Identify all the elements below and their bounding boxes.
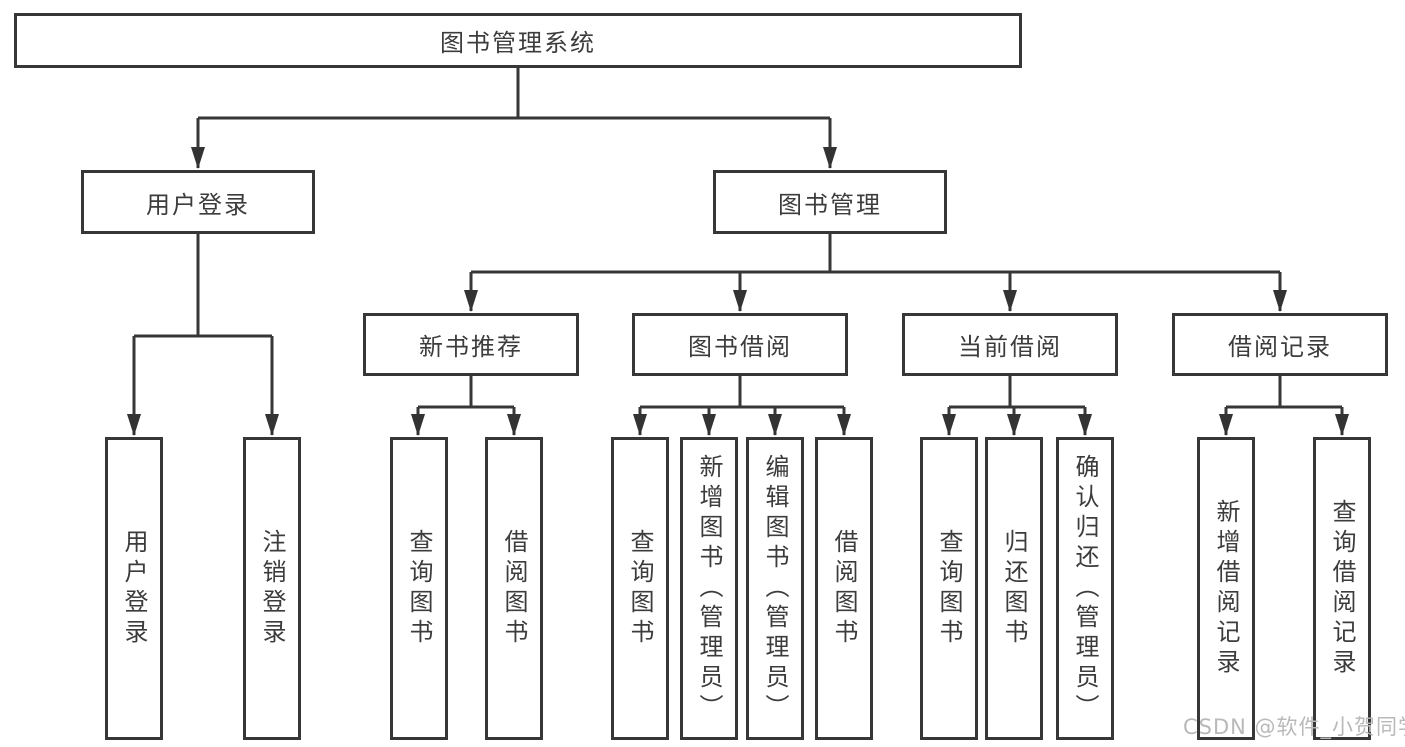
node-borrow-records: 借阅记录 (1172, 313, 1388, 376)
leaf-confirm-return-admin-label: 确认归还（管理员） (1071, 453, 1099, 724)
leaf-user-login: 用户登录 (105, 437, 163, 740)
leaf-query-borrow-record: 查询借阅记录 (1313, 437, 1371, 740)
leaf-query-books-recommend: 查询图书 (390, 437, 448, 740)
leaf-edit-book-admin: 编辑图书（管理员） (746, 437, 804, 740)
leaf-add-book-admin: 新增图书（管理员） (680, 437, 738, 740)
leaf-add-borrow-record: 新增借阅记录 (1197, 437, 1255, 740)
leaf-borrow-books-label: 借阅图书 (830, 528, 858, 649)
node-user-login-label: 用户登录 (146, 190, 250, 219)
csdn-watermark: CSDN @软件_小贺同学 (1183, 715, 1405, 739)
leaf-query-books-current: 查询图书 (920, 437, 978, 740)
leaf-add-borrow-record-label: 新增借阅记录 (1212, 498, 1240, 679)
leaf-confirm-return-admin: 确认归还（管理员） (1056, 437, 1114, 740)
leaf-borrow-books-recommend-label: 借阅图书 (500, 528, 528, 649)
leaf-borrow-books-recommend: 借阅图书 (485, 437, 543, 740)
node-root-library-system: 图书管理系统 (14, 13, 1022, 68)
leaf-logout: 注销登录 (243, 437, 301, 740)
node-book-borrowing-label: 图书借阅 (688, 333, 792, 361)
leaf-edit-book-admin-label: 编辑图书（管理员） (761, 453, 789, 724)
leaf-logout-label: 注销登录 (258, 528, 286, 649)
leaf-query-borrow-record-label: 查询借阅记录 (1328, 498, 1356, 679)
leaf-user-login-label: 用户登录 (120, 528, 148, 649)
node-book-management-label: 图书管理 (778, 190, 882, 219)
leaf-query-books-borrowing-label: 查询图书 (626, 528, 654, 649)
node-borrow-records-label: 借阅记录 (1228, 333, 1332, 361)
node-user-login: 用户登录 (81, 170, 315, 234)
leaf-query-books-recommend-label: 查询图书 (405, 528, 433, 649)
leaf-query-books-current-label: 查询图书 (935, 528, 963, 649)
node-root-label: 图书管理系统 (440, 29, 596, 57)
node-current-borrowing: 当前借阅 (902, 313, 1118, 376)
leaf-query-books-borrowing: 查询图书 (611, 437, 669, 740)
node-current-borrowing-label: 当前借阅 (958, 333, 1062, 361)
node-new-book-recommend-label: 新书推荐 (419, 333, 523, 361)
leaf-borrow-books: 借阅图书 (815, 437, 873, 740)
leaf-return-book: 归还图书 (985, 437, 1043, 740)
node-book-borrowing: 图书借阅 (632, 313, 848, 376)
leaf-return-book-label: 归还图书 (1000, 528, 1028, 649)
leaf-add-book-admin-label: 新增图书（管理员） (695, 453, 723, 724)
node-new-book-recommend: 新书推荐 (363, 313, 579, 376)
node-book-management: 图书管理 (713, 170, 947, 234)
